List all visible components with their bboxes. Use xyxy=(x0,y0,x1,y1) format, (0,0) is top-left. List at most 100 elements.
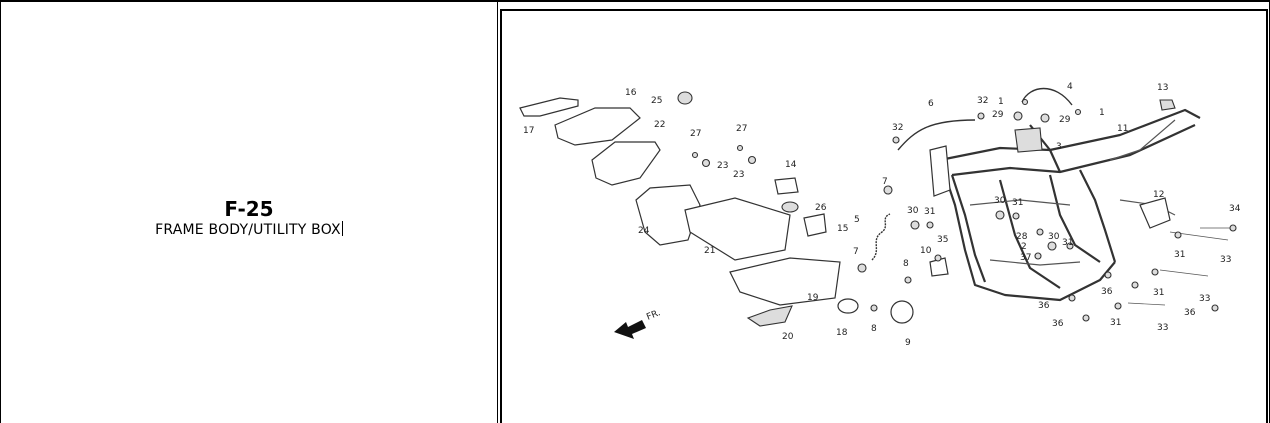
steering-head-bracket xyxy=(1014,127,1043,153)
callout-c1b: 1 xyxy=(1099,108,1105,118)
engine-hanger-plate xyxy=(1139,197,1171,229)
callout-c31d: 31 xyxy=(1174,250,1185,260)
callout-c36b: 36 xyxy=(1052,319,1064,329)
clip-bracket xyxy=(774,177,799,195)
washer-31b xyxy=(1151,268,1159,276)
callout-c15: 15 xyxy=(837,224,848,234)
horn xyxy=(890,300,914,324)
bolt-36b xyxy=(1068,294,1076,302)
washer-31e xyxy=(1012,212,1020,220)
collar-8b xyxy=(870,304,878,312)
washer-31c xyxy=(1114,302,1122,310)
callout-c27b: 27 xyxy=(736,124,747,134)
clamp-32 xyxy=(977,112,985,120)
bolt-33-head xyxy=(1104,271,1112,279)
nut-30b xyxy=(995,210,1005,220)
callout-c17: 17 xyxy=(523,126,534,136)
callout-c29b: 29 xyxy=(1059,115,1071,125)
callout-c34: 34 xyxy=(1229,204,1241,214)
front-arrow-icon xyxy=(614,320,646,339)
main-frame xyxy=(929,99,1201,302)
callout-c30b: 30 xyxy=(994,196,1006,206)
side-cover-upper xyxy=(554,107,641,146)
callout-c33b: 33 xyxy=(1199,294,1210,304)
callout-c9: 9 xyxy=(905,338,911,348)
callout-c5: 5 xyxy=(854,215,860,225)
callout-c6: 6 xyxy=(928,99,934,109)
title-block: F-25 FRAME BODY/UTILITY BOX xyxy=(1,198,497,240)
callout-c36d: 36 xyxy=(1184,308,1196,318)
callout-c24: 24 xyxy=(638,226,650,236)
callout-c25: 25 xyxy=(651,96,662,106)
clamp-32b xyxy=(892,136,900,144)
cable-wire xyxy=(897,119,976,151)
callout-c31a: 31 xyxy=(924,207,935,217)
callout-c8a: 8 xyxy=(903,259,909,269)
nut-30c xyxy=(1047,241,1057,251)
callout-c3: 3 xyxy=(1056,142,1062,152)
grommet xyxy=(781,201,799,213)
clip-7b xyxy=(857,263,867,273)
callout-c33c: 33 xyxy=(1157,323,1168,333)
screw-27b xyxy=(736,144,744,152)
callout-c14: 14 xyxy=(785,160,797,170)
callout-c23b: 23 xyxy=(733,170,744,180)
bolt-36 xyxy=(1211,304,1219,312)
callout-c36a: 36 xyxy=(1038,301,1050,311)
callout-c31b: 31 xyxy=(1012,198,1023,208)
screw-27 xyxy=(691,151,699,159)
bolt-36d xyxy=(1131,281,1139,289)
callout-c19: 19 xyxy=(807,293,819,303)
page-subtitle-line[interactable]: FRAME BODY/UTILITY BOX xyxy=(1,220,497,240)
bolt-34 xyxy=(1229,224,1237,232)
callout-c30a: 30 xyxy=(907,206,919,216)
grommet-29b xyxy=(1040,113,1050,123)
callout-c30c: 30 xyxy=(1048,232,1060,242)
callout-c21: 21 xyxy=(704,246,715,256)
callout-c7a: 7 xyxy=(882,177,888,187)
callout-labels: 1 1 2 3 4 5 6 7 7 8 8 9 10 11 12 13 14 1… xyxy=(523,82,1241,348)
collar-8 xyxy=(904,276,912,284)
diagram-frame xyxy=(500,9,1268,423)
clip-28 xyxy=(1036,228,1044,236)
callout-c33a: 33 xyxy=(1220,255,1231,265)
callout-c31f: 31 xyxy=(1110,318,1121,328)
frame-tag-plate xyxy=(1159,99,1176,111)
text-cursor xyxy=(341,221,343,236)
side-cover-lower xyxy=(591,141,661,186)
callout-c32b: 32 xyxy=(892,123,903,133)
washer-23b xyxy=(747,155,757,165)
callout-c22: 22 xyxy=(654,120,665,130)
callout-c37: 37 xyxy=(1020,253,1031,263)
callout-c16: 16 xyxy=(625,88,637,98)
clip-7 xyxy=(883,185,893,195)
callout-c12: 12 xyxy=(1153,190,1164,200)
bolt-36c xyxy=(1082,314,1090,322)
page-code: F-25 xyxy=(224,197,274,221)
screw-1b xyxy=(1074,108,1082,116)
grommet-29 xyxy=(1013,111,1023,121)
callout-c13: 13 xyxy=(1157,83,1168,93)
callout-c11: 11 xyxy=(1117,124,1128,134)
callout-c28: 28 xyxy=(1016,232,1028,242)
callout-c20: 20 xyxy=(782,332,794,342)
callout-c32a: 32 xyxy=(977,96,988,106)
washer-23a xyxy=(701,158,711,168)
utility-box-lid xyxy=(729,257,841,306)
left-parts xyxy=(519,91,949,327)
callout-c27a: 27 xyxy=(690,129,701,139)
callout-c31e: 31 xyxy=(1153,288,1164,298)
callout-c35: 35 xyxy=(937,235,948,245)
nut-30 xyxy=(910,220,920,230)
screw-1 xyxy=(1021,98,1029,106)
bolt-37 xyxy=(1034,252,1042,260)
washer-31d xyxy=(926,221,934,229)
callout-c1a: 1 xyxy=(998,97,1004,107)
callout-c4: 4 xyxy=(1067,82,1073,92)
callout-c23a: 23 xyxy=(717,161,728,171)
washer-31f xyxy=(1066,242,1074,250)
callout-c2: 2 xyxy=(1021,242,1027,252)
callout-c8b: 8 xyxy=(871,324,877,334)
lid-trim xyxy=(746,305,793,327)
